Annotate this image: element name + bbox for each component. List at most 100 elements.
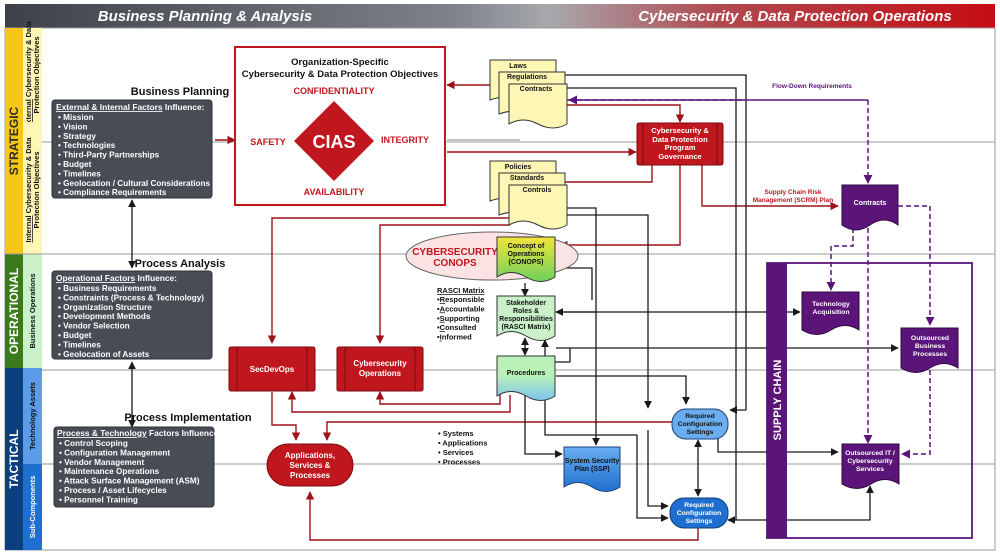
connector [375, 390, 501, 405]
rcs-lower-label-2: Configuration [677, 510, 722, 517]
supply-chain-label: SUPPLY CHAIN [772, 360, 784, 441]
laws-label: Laws [509, 63, 527, 70]
connector [556, 267, 593, 300]
business-planning-item: • Budget [58, 160, 92, 169]
safety-label: SAFETY [250, 137, 286, 147]
process-analysis-item: • Constraints (Process & Technology) [58, 293, 204, 302]
outsourced-it-label-1: Outsourced IT / [845, 450, 895, 457]
connector [898, 205, 935, 326]
business-planning-item: • Mission [58, 113, 94, 122]
connector [557, 165, 653, 187]
process-implementation-item: • Process / Asset Lifecycles [59, 486, 167, 495]
connector [305, 491, 699, 541]
outsourced-bp-label-3: Processes [913, 351, 947, 358]
connector [567, 214, 652, 409]
policies-label: Policies [505, 164, 532, 171]
policies-standards-controls-stack: Policies Standards Controls [489, 160, 568, 230]
outsourced-business-processes-doc [900, 327, 959, 373]
integrity-label: INTEGRITY [381, 135, 429, 145]
objectives-title-2: Cybersecurity & Data Protection Objectiv… [242, 69, 438, 80]
lane-external-objectives-label-1: External Cybersecurity & Data [24, 20, 33, 128]
required-config-settings-lower [669, 497, 729, 529]
secdevops-label: SecDevOps [250, 365, 295, 374]
process-analysis-item: • Geolocation of Assets [58, 350, 150, 359]
stakeholder-label-3: Responsibilities [499, 316, 553, 323]
scope-item: • Systems [438, 429, 474, 438]
applications-label-2: Services & [290, 461, 331, 470]
process-analysis-item: • Business Requirements [58, 284, 157, 293]
rasci-item: •Accountable [437, 304, 485, 313]
process-analysis-title: Process Analysis [135, 258, 226, 270]
lane-operational-label: OPERATIONAL [7, 268, 21, 354]
cias-label: CIAS [312, 132, 355, 152]
connector [567, 104, 685, 123]
availability-label: AVAILABILITY [304, 187, 365, 197]
process-implementation-item: • Attack Surface Management (ASM) [59, 477, 200, 486]
connector [558, 74, 747, 414]
business-planning-item: • Strategy [58, 132, 96, 141]
applications-services-processes [266, 443, 354, 487]
conops-ellipse-label-2: CONOPS [433, 258, 477, 269]
scrm-label-1: Supply Chain Risk [764, 189, 821, 196]
rcs-lower-label-1: Required [684, 502, 713, 509]
lane-strategic [5, 28, 23, 254]
rasci-item: •Supporting [437, 314, 480, 323]
business-planning-list: • Mission• Vision• Strategy• Technologie… [58, 113, 211, 197]
lane-operational [5, 254, 23, 368]
connector [375, 224, 510, 344]
connector [541, 339, 571, 363]
process-analysis-list: • Business Requirements• Constraints (Pr… [58, 284, 204, 359]
supply-chain-bar [767, 263, 787, 538]
scope-list: • Systems• Applications• Services• Proce… [438, 429, 487, 467]
lane-sub-components-label: Sub-Components [28, 476, 37, 539]
lane-business-operations [23, 254, 42, 368]
lane-internal-objectives [23, 122, 42, 254]
business-planning-item: • Compliance Requirements [58, 188, 167, 197]
outsourced-it-label-2: Cybersecurity [847, 458, 893, 465]
process-analysis-item: • Timelines [58, 340, 101, 349]
applications-label-1: Applications, [285, 451, 335, 460]
connector [267, 217, 510, 344]
process-analysis-heading: Operational Factors Influence: [56, 273, 177, 283]
rasci-item: •Informed [437, 333, 472, 342]
header-right-title: Cybersecurity & Data Protection Operatio… [638, 8, 951, 25]
governance-box [636, 122, 724, 166]
lane-internal-objectives-label-1: Internal Cybersecurity & Data [24, 137, 33, 243]
connector [556, 375, 690, 405]
governance-label-2: Data Protection [652, 135, 708, 144]
outsourced-it-services-doc [841, 443, 900, 489]
connector [322, 421, 672, 441]
tech-acquisition-doc [801, 291, 860, 335]
process-implementation-item: • Control Scoping [59, 439, 128, 448]
rcs-lower-label-3: Settings [686, 518, 713, 525]
stakeholder-label-2: Roles & [513, 308, 539, 315]
stakeholder-label-1: Stakeholder [506, 300, 546, 307]
scope-item: • Services [438, 448, 474, 457]
contracts-label: Contracts [520, 86, 553, 93]
lane-tactical-label: TACTICAL [7, 429, 21, 488]
process-implementation-item: • Configuration Management [59, 448, 170, 457]
laws-regulations-contracts-stack: Laws Regulations Contracts [489, 59, 568, 129]
procedures-doc [496, 355, 556, 401]
controls-doc [508, 184, 568, 230]
connector [717, 436, 839, 456]
process-analysis-box [51, 270, 213, 360]
business-planning-item: • Vision [58, 122, 88, 131]
lane-technology-assets [23, 368, 42, 464]
scope-item: • Applications [438, 439, 487, 448]
governance-label-4: Governance [658, 152, 701, 161]
lane-external-objectives [23, 28, 42, 122]
cias-diamond [294, 101, 374, 181]
lane-strategic-label: STRATEGIC [7, 106, 21, 175]
outsourced-bp-label-2: Business [915, 343, 945, 350]
cyber-operations-box [336, 346, 424, 392]
process-analysis-item: • Vendor Selection [58, 322, 130, 331]
connector [728, 485, 874, 521]
connector [287, 391, 511, 413]
process-implementation-list: • Control Scoping• Configuration Managem… [59, 439, 200, 504]
objectives-title-1: Organization-Specific [291, 57, 389, 68]
confidentiality-label: CONFIDENTIALITY [294, 86, 375, 96]
rasci-item: •Consulted [437, 323, 477, 332]
